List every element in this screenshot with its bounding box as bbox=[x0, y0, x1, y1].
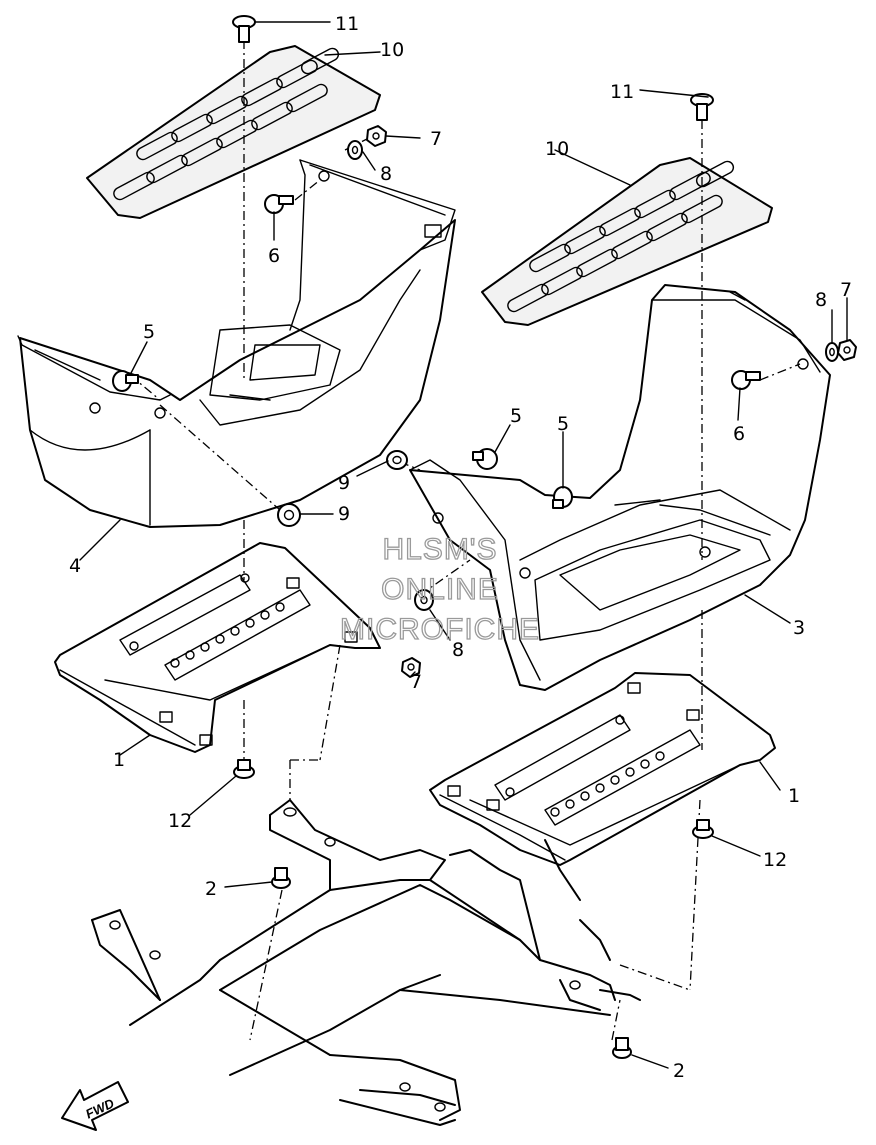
callout-4: 4 bbox=[69, 555, 81, 577]
watermark: HLSM'S ONLINE MICROFICHE bbox=[339, 532, 540, 646]
callout-10-left: 10 bbox=[380, 39, 404, 61]
leader-lines bbox=[79, 21, 848, 1069]
flange-nut-part-12-right[interactable] bbox=[692, 819, 714, 839]
screw-part-5-left[interactable] bbox=[112, 370, 139, 392]
bolt-part-6-right[interactable] bbox=[731, 370, 761, 390]
screw-part-5-mid[interactable] bbox=[472, 448, 498, 470]
callout-5-mid: 5 bbox=[510, 405, 522, 427]
callout-8-right: 8 bbox=[815, 289, 827, 311]
callout-labels: 11 10 11 10 7 8 6 8 7 5 6 5 5 9 9 4 3 8 … bbox=[69, 13, 852, 1082]
callout-8-left-top: 8 bbox=[380, 163, 392, 185]
callout-12-right: 12 bbox=[763, 849, 787, 871]
callout-7-right: 7 bbox=[840, 279, 852, 301]
callout-1-left: 1 bbox=[113, 749, 125, 771]
bolt-part-2-upper[interactable] bbox=[271, 867, 291, 889]
callout-5-left: 5 bbox=[143, 321, 155, 343]
left-step-plate-holes bbox=[113, 47, 340, 201]
watermark-line-3: MICROFICHE bbox=[340, 613, 540, 646]
bolt-part-11-left[interactable] bbox=[232, 15, 256, 43]
right-step-plate-part-10[interactable] bbox=[481, 157, 773, 326]
left-bracket-part-1[interactable] bbox=[54, 542, 381, 753]
callout-2-upper: 2 bbox=[205, 878, 217, 900]
callout-11-left: 11 bbox=[335, 13, 359, 35]
callout-12-left: 12 bbox=[168, 810, 192, 832]
callout-8-center: 8 bbox=[452, 639, 464, 661]
screw-part-5-right[interactable] bbox=[552, 486, 573, 509]
callout-10-right: 10 bbox=[545, 138, 569, 160]
grommet-part-9-lower[interactable] bbox=[277, 503, 301, 527]
callout-9-upper: 9 bbox=[338, 472, 350, 494]
callout-11-right: 11 bbox=[610, 81, 634, 103]
fwd-arrow-icon: FWD bbox=[61, 1081, 129, 1131]
vehicle-frame bbox=[91, 799, 641, 1126]
watermark-line-1: HLSM'S bbox=[382, 533, 497, 566]
left-step-plate-part-10[interactable] bbox=[86, 45, 381, 219]
callout-5-right: 5 bbox=[557, 413, 569, 435]
nut-part-7-right[interactable] bbox=[837, 339, 857, 361]
right-footrest-part-3[interactable] bbox=[409, 284, 831, 691]
washer-part-8-left[interactable] bbox=[347, 140, 363, 160]
right-bracket-part-1[interactable] bbox=[429, 672, 776, 866]
callout-9-lower: 9 bbox=[338, 503, 350, 525]
callout-7-center: 7 bbox=[410, 671, 422, 693]
flange-nut-part-12-left[interactable] bbox=[233, 759, 255, 779]
washer-part-8-right[interactable] bbox=[825, 342, 839, 362]
watermark-line-2: ONLINE bbox=[381, 573, 499, 606]
callout-3: 3 bbox=[793, 617, 805, 639]
callout-1-right: 1 bbox=[788, 785, 800, 807]
callout-6-right: 6 bbox=[733, 423, 745, 445]
washer-part-8-center[interactable] bbox=[414, 589, 434, 611]
left-footrest-part-4[interactable] bbox=[17, 159, 456, 528]
bolt-part-6-left[interactable] bbox=[264, 194, 294, 214]
callout-7-left-top: 7 bbox=[430, 128, 442, 150]
grommet-part-9-upper[interactable] bbox=[386, 450, 408, 470]
callout-2-lower: 2 bbox=[673, 1060, 685, 1082]
callout-6-left: 6 bbox=[268, 245, 280, 267]
bolt-part-11-right[interactable] bbox=[690, 93, 714, 121]
bolt-part-2-lower[interactable] bbox=[612, 1037, 632, 1059]
right-step-plate-holes bbox=[507, 160, 735, 313]
nut-part-7-left[interactable] bbox=[366, 125, 387, 147]
